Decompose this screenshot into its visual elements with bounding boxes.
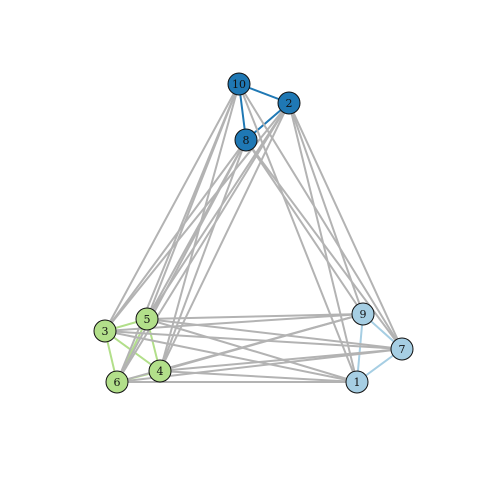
edge-5-9 (146, 313, 364, 320)
node-circle-1 (345, 370, 369, 394)
edge-8-7 (245, 139, 403, 350)
node-label-9: 9 (360, 308, 367, 321)
node-2: 2 (277, 91, 301, 115)
node-10: 10 (227, 72, 251, 96)
node-7: 7 (390, 337, 414, 361)
node-1: 1 (345, 370, 369, 394)
node-label-10: 10 (232, 78, 246, 91)
node-3: 3 (93, 319, 117, 343)
node-label-6: 6 (114, 376, 121, 389)
node-circle-10 (227, 72, 251, 96)
node-label-4: 4 (157, 365, 164, 378)
edge-5-7 (146, 318, 403, 350)
node-circle-8 (234, 128, 258, 152)
edge-2-3 (104, 102, 290, 332)
edge-10-1 (238, 83, 358, 383)
edge-8-9 (245, 139, 364, 315)
node-label-5: 5 (144, 313, 151, 326)
node-9: 9 (351, 302, 375, 326)
node-circle-3 (93, 319, 117, 343)
edge-4-9 (159, 313, 364, 372)
node-label-2: 2 (286, 97, 293, 110)
node-circle-9 (351, 302, 375, 326)
edge-8-6 (116, 139, 247, 383)
edge-2-7 (288, 102, 403, 350)
edge-10-7 (238, 83, 403, 350)
edge-10-3 (104, 83, 240, 332)
edge-2-6 (116, 102, 290, 383)
node-4: 4 (148, 359, 172, 383)
edge-8-3 (104, 139, 247, 332)
edge-4-1 (159, 370, 358, 383)
node-label-8: 8 (243, 134, 250, 147)
edge-8-4 (159, 139, 247, 372)
edge-5-1 (146, 318, 358, 383)
node-circle-2 (277, 91, 301, 115)
edge-layer (104, 83, 403, 383)
edge-3-1 (104, 330, 358, 383)
node-circle-7 (390, 337, 414, 361)
node-circle-4 (148, 359, 172, 383)
node-8: 8 (234, 128, 258, 152)
node-5: 5 (135, 307, 159, 331)
node-6: 6 (105, 370, 129, 394)
node-label-7: 7 (399, 343, 406, 356)
edge-3-7 (104, 330, 403, 350)
node-circle-5 (135, 307, 159, 331)
node-layer: 1 2 3 4 5 6 7 8 9 10 (93, 72, 414, 394)
node-label-1: 1 (354, 376, 361, 389)
node-label-3: 3 (102, 325, 109, 338)
node-circle-6 (105, 370, 129, 394)
edge-4-7 (159, 348, 403, 372)
